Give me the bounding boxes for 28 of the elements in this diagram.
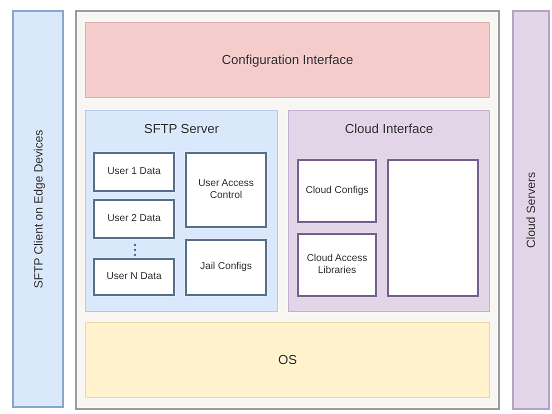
layer-band: [85, 22, 490, 98]
box-label: Cloud Interface: [344, 120, 434, 138]
box-label: OS: [278, 351, 297, 370]
box-label: User 1 Data: [106, 166, 162, 178]
frame-box: [387, 159, 479, 297]
component-box: [185, 152, 267, 228]
box-label: SFTP Server: [144, 120, 219, 138]
box-label: Jail Configs: [199, 261, 253, 274]
layer-band: [85, 322, 490, 398]
component-box: [93, 258, 175, 296]
component-box: [185, 239, 267, 296]
box-label: Cloud Servers: [523, 172, 539, 248]
component-box: [297, 233, 377, 297]
group-box: [85, 110, 278, 312]
component-box: [93, 152, 175, 192]
box-label: SFTP Client on Edge Devices: [30, 130, 46, 288]
side-panel: [12, 10, 64, 408]
group-box: [288, 110, 490, 312]
frame-box: [75, 10, 500, 410]
side-panel: [512, 10, 550, 410]
box-label: Cloud Access Libraries: [306, 252, 368, 278]
box-label: Cloud Configs: [304, 184, 370, 198]
component-box: [297, 159, 377, 223]
box-label: Configuration Interface: [222, 51, 354, 70]
box-label: User Access Control: [197, 178, 255, 202]
box-label: User N Data: [105, 270, 162, 284]
box-label: User 2 Data: [106, 212, 162, 226]
component-box: [93, 199, 175, 239]
